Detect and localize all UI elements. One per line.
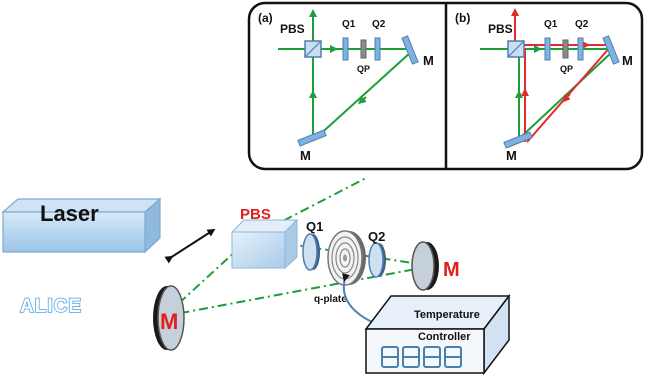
- inset-b-red-diag: [526, 44, 613, 143]
- laser: Laser: [1, 197, 162, 254]
- temperature-controller: Temperature Controller: [342, 273, 511, 376]
- inset-a-mirror-bottom-label: M: [300, 148, 311, 163]
- inset-b-mirror-right: [602, 35, 620, 65]
- mirror-left: M: [153, 285, 185, 351]
- inset-a-q2-label: Q2: [372, 19, 386, 30]
- main-beams: [164, 176, 433, 317]
- pbs-label: PBS: [240, 206, 271, 223]
- mirror-right-label: M: [443, 259, 460, 281]
- inset-b-q1-plate: [544, 37, 551, 61]
- inset-b-qp-plate: [562, 39, 569, 59]
- q1-label: Q1: [306, 219, 323, 234]
- controller-cable: [342, 273, 373, 323]
- inset-a-mirror-right: [401, 35, 419, 65]
- inset-a-mirror-bottom: [297, 129, 327, 147]
- panel-b-label: (b): [455, 11, 470, 25]
- inset-b-pbs-label: PBS: [488, 22, 513, 36]
- q2-plate: Q2: [368, 229, 386, 278]
- inset-b-mirror-bottom-label: M: [506, 148, 517, 163]
- alice-label: ALICE: [20, 296, 82, 317]
- beam-forward: [249, 237, 433, 267]
- controller-label-line2: Controller: [418, 331, 471, 343]
- panel-a-label: (a): [258, 11, 273, 25]
- q1-plate: Q1: [302, 219, 323, 271]
- inset-b-mirror-right-label: M: [622, 53, 633, 68]
- mirror-right: M: [411, 241, 460, 291]
- q-plate: q-plate: [314, 230, 366, 305]
- inset-a-qp-plate: [360, 39, 367, 59]
- inset-b-red-diag-arrow: [562, 93, 571, 103]
- inset-a-pbs-label: PBS: [280, 22, 305, 36]
- controller-label-line1: Temperature: [414, 309, 480, 321]
- inset-a-q2-plate: [374, 37, 381, 61]
- mirror-left-label: M: [160, 309, 178, 334]
- controller-display: [381, 346, 462, 368]
- inset-b-qp-label: QP: [560, 64, 573, 74]
- inset-b: (b) PBS Q1 Q2 QP M M: [455, 8, 633, 163]
- polarization-arrow: [164, 228, 216, 264]
- inset-a-qp-label: QP: [357, 64, 370, 74]
- inset-a-beam-diag-arrow: [358, 95, 367, 105]
- laser-label: Laser: [40, 201, 99, 226]
- beam-to-left-mirror: [164, 265, 433, 317]
- inset-a-q1-plate: [342, 37, 349, 61]
- inset-b-q2-plate: [577, 37, 584, 61]
- inset-b-mirror-bottom: [503, 131, 533, 149]
- q2-label: Q2: [368, 229, 385, 244]
- inset-a-beam-diag: [315, 51, 412, 139]
- pbs-cube: PBS: [230, 206, 299, 270]
- inset-a: (a) PBS Q1 Q2 QP M M: [258, 9, 434, 163]
- inset-a-mirror-right-label: M: [423, 53, 434, 68]
- inset-b-q1-label: Q1: [544, 19, 558, 30]
- inset-b-q2-label: Q2: [575, 19, 589, 30]
- qplate-label: q-plate: [314, 294, 347, 305]
- inset-a-q1-label: Q1: [342, 19, 356, 30]
